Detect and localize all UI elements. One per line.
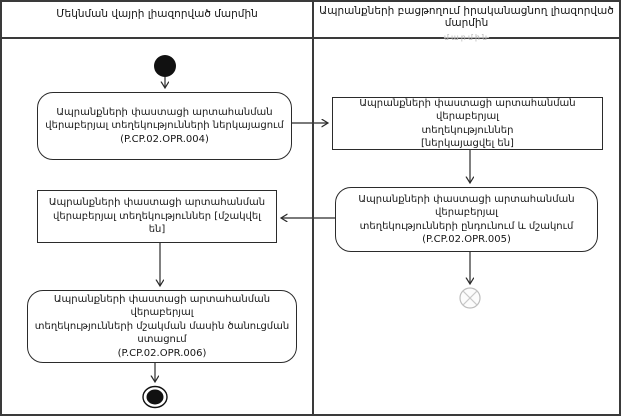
lane-header-right: Ապրանքների բացթողում իրականացնող լիազորվ… (314, 2, 619, 42)
activity-receive-notification-opr006: Ապրանքների փաստացի արտահանման վերաբերյալ… (27, 290, 297, 363)
lane-header-left-title: Մեկնման վայրի լիազորված մարմին (56, 8, 258, 20)
flow-final-node (459, 287, 481, 309)
activity-receive-process-opr005: Ապրանքների փաստացի արտահանման վերաբերյալ… (335, 187, 598, 252)
state-info-submitted: Ապրանքների փաստացի արտահանման վերաբերյալ… (332, 97, 603, 150)
state-info-processed: Ապրանքների փաստացի արտահանման վերաբերյալ… (37, 190, 277, 243)
lane-header-right-title: Ապրանքների բացթողում իրականացնող լիազորվ… (319, 5, 614, 29)
lane-header-right-faded-text: մարմին (443, 33, 490, 42)
lane-divider (312, 2, 314, 414)
final-activity-node (142, 385, 168, 409)
lane-header-left: Մեկնման վայրի լիազորված մարմին (2, 2, 312, 37)
header-separator (2, 37, 619, 39)
initial-node (154, 55, 176, 77)
activity-submit-info-opr004: Ապրանքների փաստացի արտահանման վերաբերյալ… (37, 92, 292, 160)
